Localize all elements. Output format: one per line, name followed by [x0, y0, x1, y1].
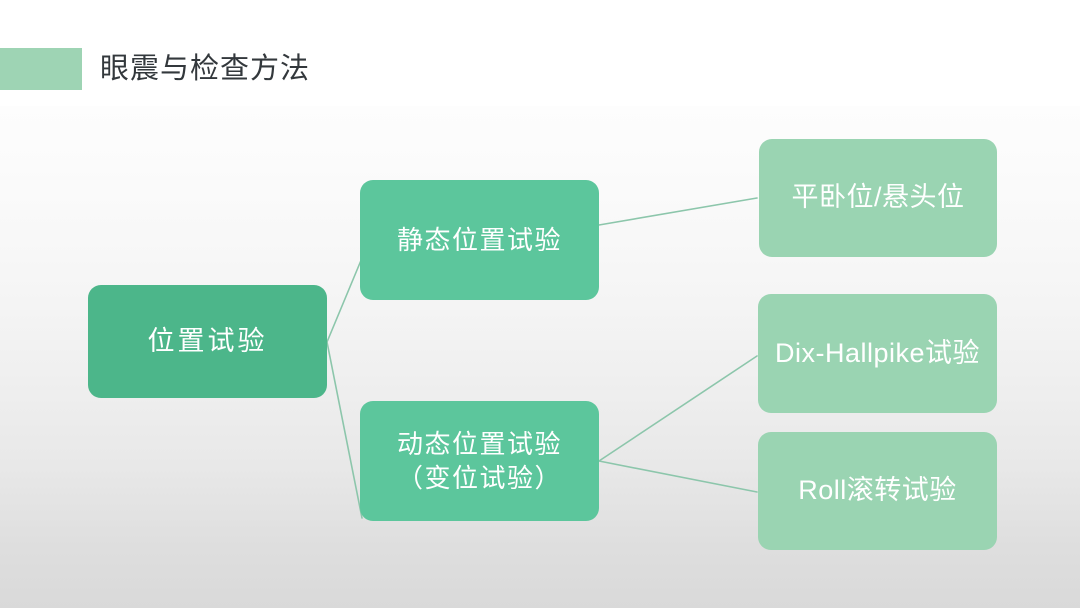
link-dynamic-roll: [598, 460, 758, 493]
node-roll-test[interactable]: Roll滚转试验: [758, 432, 997, 550]
node-label: 位置试验: [147, 325, 268, 356]
link-static-supine: [598, 197, 758, 226]
node-label: Roll滚转试验: [798, 475, 957, 506]
link-root-dynamic: [326, 341, 363, 519]
node-dynamic-position-test[interactable]: 动态位置试验 （变位试验）: [360, 401, 599, 521]
node-label-multiline: 动态位置试验 （变位试验）: [370, 427, 589, 496]
node-supine-head-hanging-position[interactable]: 平卧位/悬头位: [759, 139, 997, 257]
page-title: 眼震与检查方法: [100, 53, 311, 85]
node-label: 静态位置试验: [396, 224, 562, 255]
diagram-area: 位置试验 静态位置试验 动态位置试验 （变位试验） 平卧位/悬头位 Dix-Ha…: [0, 106, 1080, 608]
node-label-line-1: 动态位置试验: [396, 428, 562, 459]
node-dix-hallpike-test[interactable]: Dix-Hallpike试验: [758, 294, 997, 413]
title-accent-bar: [0, 48, 82, 90]
node-static-position-test[interactable]: 静态位置试验: [360, 180, 599, 300]
node-position-test-root[interactable]: 位置试验: [88, 285, 327, 398]
node-label-line-2: （变位试验）: [396, 463, 562, 493]
node-label: 平卧位/悬头位: [791, 182, 965, 213]
slide-header: [0, 0, 1080, 106]
link-dynamic-dixhallpike: [598, 355, 758, 462]
node-label: Dix-Hallpike试验: [774, 337, 981, 368]
link-root-static: [326, 257, 363, 343]
